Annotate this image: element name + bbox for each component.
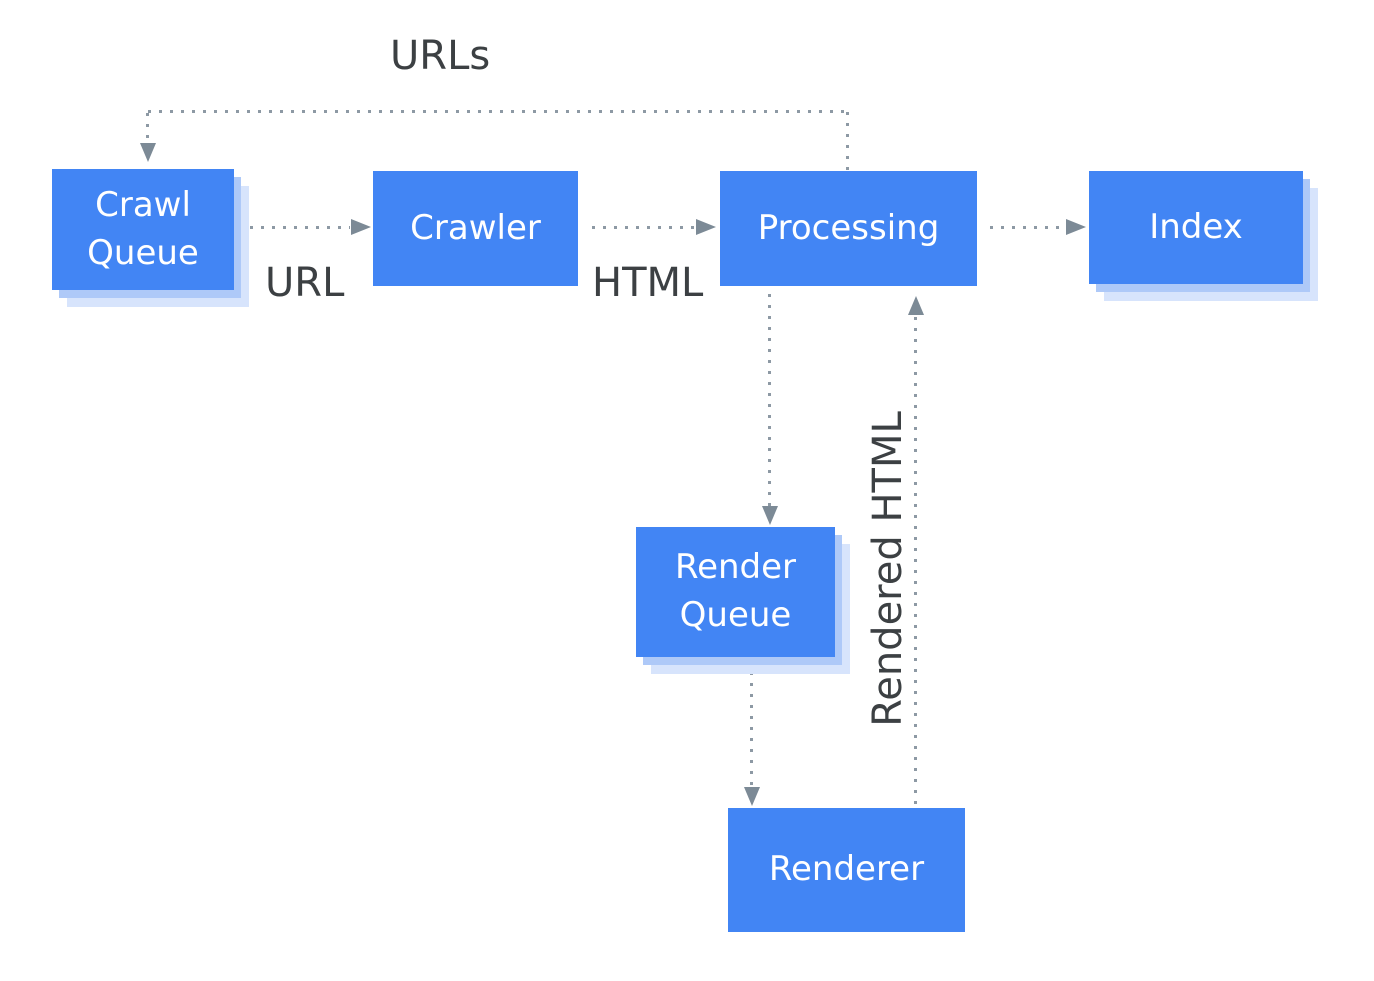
edge-renderqueue-to-renderer bbox=[750, 672, 753, 786]
node-render-queue-label: Render Queue bbox=[674, 547, 797, 635]
node-processing: Processing bbox=[720, 171, 977, 286]
arrowhead-into-index bbox=[1066, 219, 1086, 235]
node-renderer-label: Renderer bbox=[768, 849, 925, 890]
node-index-label: Index bbox=[1149, 206, 1243, 247]
edge-label-urls: URLs bbox=[390, 33, 491, 79]
arrowhead-into-crawl-queue bbox=[140, 143, 156, 162]
edge-processing-to-renderqueue bbox=[768, 294, 771, 506]
node-crawl-queue-label: Crawl Queue bbox=[87, 184, 199, 273]
arrowhead-into-render-queue bbox=[762, 506, 778, 525]
node-renderer: Renderer bbox=[728, 808, 965, 932]
edge-crawler-to-processing bbox=[592, 226, 696, 229]
edge-processing-to-crawlqueue-left-segment bbox=[146, 113, 149, 143]
edge-processing-to-index bbox=[990, 226, 1066, 229]
node-render-queue: Render Queue bbox=[636, 527, 835, 657]
edge-label-url: URL bbox=[265, 260, 345, 306]
arrowhead-into-processing bbox=[696, 219, 716, 235]
arrowhead-into-processing-bottom bbox=[908, 296, 924, 315]
node-crawl-queue: Crawl Queue bbox=[52, 169, 234, 290]
edge-label-rendered-html: Rendered HTML bbox=[865, 411, 911, 727]
edge-renderer-to-processing bbox=[914, 317, 917, 807]
edge-processing-to-crawlqueue-top-segment bbox=[148, 110, 848, 113]
arrowhead-into-renderer bbox=[744, 787, 760, 806]
node-crawler-label: Crawler bbox=[410, 207, 541, 248]
node-crawler: Crawler bbox=[373, 171, 578, 286]
arrowhead-into-crawler bbox=[351, 219, 371, 235]
edge-label-html: HTML bbox=[592, 260, 704, 306]
edge-crawlqueue-to-crawler bbox=[250, 226, 350, 229]
edge-processing-to-crawlqueue-right-segment bbox=[846, 112, 849, 170]
node-index: Index bbox=[1089, 171, 1303, 284]
node-processing-label: Processing bbox=[757, 207, 940, 248]
